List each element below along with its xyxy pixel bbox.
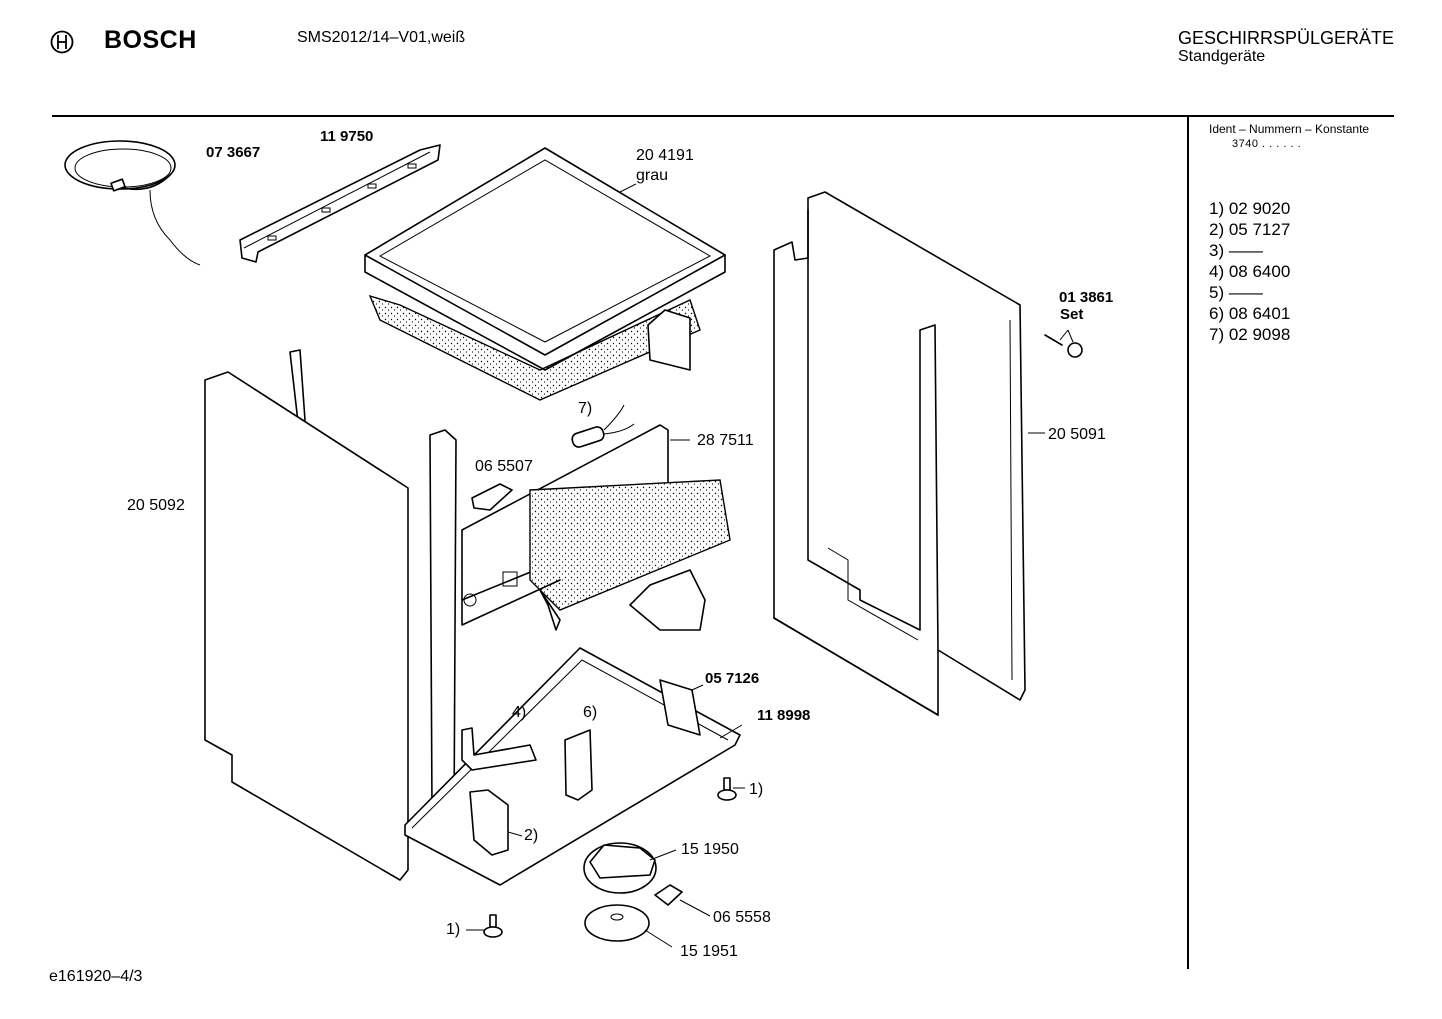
bracket-top-drawing	[659, 679, 701, 736]
capacitor-drawing	[571, 404, 635, 448]
label-foot-left: 1)	[446, 921, 460, 938]
leader-lines	[466, 183, 1045, 948]
bracket-4-drawing	[461, 727, 537, 771]
sidebar-divider	[1187, 117, 1189, 969]
parts-list-item: 7) 02 9098	[1209, 325, 1291, 344]
label-rail: 11 9750	[320, 128, 373, 145]
side-panel-right-drawing	[773, 191, 1026, 716]
bracket-6-drawing	[564, 729, 593, 801]
label-capacitor: 7)	[578, 400, 592, 417]
screw-set-drawing	[1044, 329, 1083, 358]
label-screw-set-suffix: Set	[1060, 306, 1083, 323]
brand-name: BOSCH	[104, 26, 197, 54]
parts-list-item: 1) 02 9020	[1209, 199, 1291, 218]
parts-list: 1) 02 9020 2) 05 7127 3) —— 4) 08 6400 5…	[1209, 198, 1290, 345]
label-side-panel-left: 20 5092	[127, 497, 185, 514]
label-screw-set: 01 3861	[1059, 289, 1113, 306]
label-clip: 06 5558	[713, 909, 771, 926]
label-disc: 15 1951	[680, 943, 738, 960]
label-worktop: 20 4191	[636, 147, 694, 164]
bracket-2-drawing	[469, 789, 509, 856]
product-category: GESCHIRRSPÜLGERÄTE	[1178, 28, 1395, 48]
worktop-drawing	[364, 147, 726, 401]
parts-list-item: 4) 08 6400	[1209, 262, 1291, 281]
exploded-view-diagram: 07 3667 11 9750 20 4191 grau 01 3861 Set…	[64, 128, 1113, 960]
header-divider	[52, 115, 1394, 117]
parts-list-item: 6) 08 6401	[1209, 304, 1291, 323]
parts-list-item: 3) ——	[1209, 241, 1263, 260]
lock-drawing	[471, 483, 513, 511]
label-power-cord: 07 3667	[206, 144, 260, 161]
label-bracket-4: 4)	[512, 704, 526, 721]
label-base-plate: 11 8998	[757, 707, 810, 724]
label-worktop-color: grau	[636, 167, 668, 184]
label-lock: 06 5507	[475, 458, 533, 475]
ident-value: 3740 . . . . . .	[1232, 138, 1302, 150]
label-bracket-2: 2)	[524, 827, 538, 844]
label-bracket-top: 05 7126	[705, 670, 759, 687]
drawing-code: e161920–4/3	[49, 968, 143, 985]
label-bracket-6: 6)	[583, 704, 597, 721]
rail-drawing	[239, 144, 441, 263]
foot-right-drawing	[717, 777, 737, 801]
model-number: SMS2012/14–V01,weiß	[297, 29, 466, 46]
label-pump: 15 1950	[681, 841, 739, 858]
label-side-panel-right: 20 5091	[1048, 426, 1106, 443]
bosch-logo-icon	[50, 30, 74, 54]
disc-drawing	[584, 904, 650, 942]
parts-list-item: 2) 05 7127	[1209, 220, 1291, 239]
parts-list-item: 5) ——	[1209, 283, 1263, 302]
product-subcategory: Standgeräte	[1178, 48, 1266, 65]
clip-drawing	[654, 884, 683, 906]
side-panel-left-drawing	[204, 349, 457, 881]
crossbar-assembly-drawing	[461, 424, 731, 631]
label-foot-right: 1)	[749, 781, 763, 798]
ident-label: Ident – Nummern – Konstante	[1209, 122, 1370, 136]
pump-drawing	[583, 842, 657, 894]
label-crossbar: 28 7511	[697, 432, 754, 449]
foot-left-drawing	[483, 914, 503, 938]
power-cord-drawing	[64, 140, 201, 266]
